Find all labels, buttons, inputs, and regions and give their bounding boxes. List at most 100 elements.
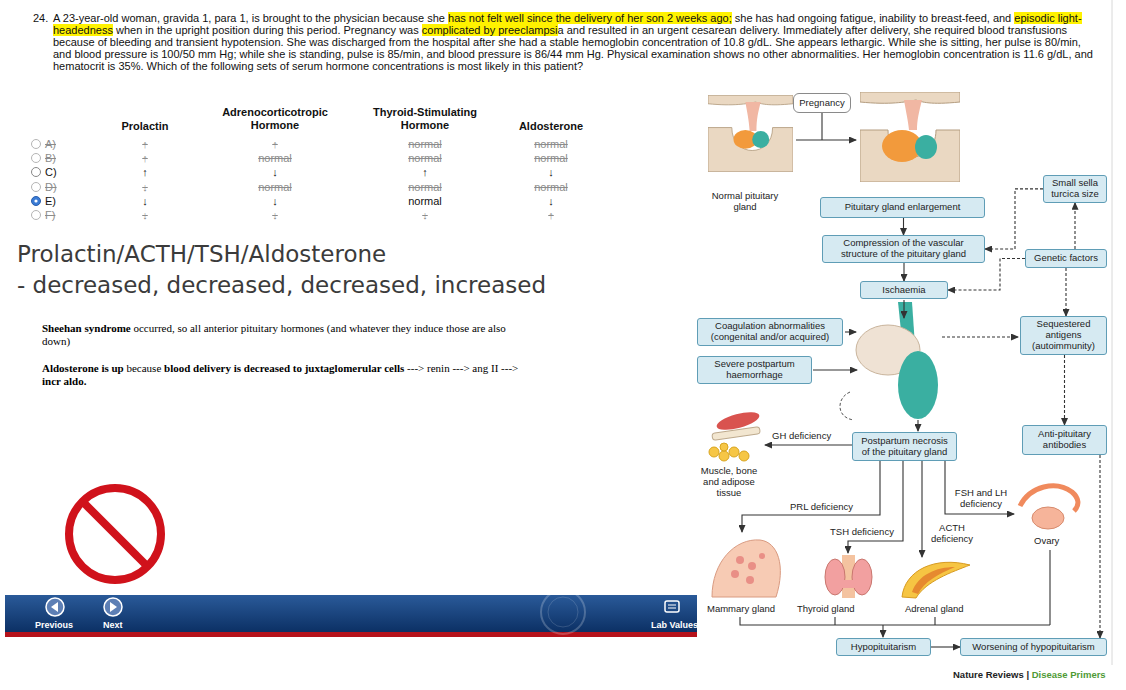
journal-credit: Nature Reviews | Disease Primers xyxy=(953,669,1106,680)
question-text: she has had ongoing fatigue, inability t… xyxy=(735,12,1011,24)
navigation-bar xyxy=(51,602,58,612)
explanation-bold: Aldosterone is up xyxy=(42,362,124,374)
thyroid-gland xyxy=(825,559,845,595)
table-cell: normal xyxy=(516,151,586,165)
connector xyxy=(948,259,1025,291)
column-header: Aldosterone xyxy=(506,120,596,133)
table-cell: normal xyxy=(516,180,586,194)
necrotic-pituitary xyxy=(840,302,938,420)
explanation-text: because xyxy=(126,362,161,374)
mammary-gland xyxy=(731,570,739,578)
illustration xyxy=(934,617,935,625)
organ-label: ACTH deficiency xyxy=(926,522,978,544)
box-text: Ischaemia xyxy=(882,285,925,296)
illustration xyxy=(917,420,918,431)
box-text: Pituitary gland enlargement xyxy=(845,202,961,213)
connector xyxy=(903,263,904,281)
box-text: Coagulation abnormalities (congenital an… xyxy=(701,321,839,343)
illustration xyxy=(882,625,883,637)
option-letter: C) xyxy=(45,165,57,179)
connector xyxy=(1099,455,1100,638)
connector xyxy=(1065,268,1066,316)
radio-button xyxy=(32,211,41,220)
question-text: when in the upright position during this… xyxy=(116,24,419,36)
table-cell: ↑ xyxy=(240,137,310,151)
flow-box: Genetic factors xyxy=(1025,249,1107,268)
highlighted-text: complicated by preeclampsi xyxy=(422,24,558,36)
mammary-gland xyxy=(746,576,754,584)
box-text: Compression of the vascular structure of… xyxy=(826,238,981,260)
table-cell: ↑ xyxy=(110,165,180,179)
box-text: Pregnancy xyxy=(799,98,844,109)
option-letter: A) xyxy=(45,137,56,151)
illustration xyxy=(903,300,904,318)
explanation-text: ---> renin ---> ang II ---> xyxy=(407,362,518,374)
question-number: 24. xyxy=(33,12,48,24)
mammary-gland xyxy=(731,553,765,584)
adrenal-gland xyxy=(902,562,970,598)
illustration xyxy=(1112,0,1113,665)
box-text: Severe postpartum haemorrhage xyxy=(701,359,808,381)
radio-button xyxy=(34,199,37,202)
answer-heading: - decreased, decreased, decreased, incre… xyxy=(17,271,546,299)
table-cell: ↓ xyxy=(390,208,460,222)
box-text: Genetic factors xyxy=(1034,253,1098,264)
organ-label: PRL deficiency xyxy=(790,501,853,512)
illustration xyxy=(860,92,960,182)
navigation-bar xyxy=(5,632,697,637)
journal-name: Nature Reviews | xyxy=(953,669,1029,680)
prohibition-sign xyxy=(69,488,161,580)
navigation-bar xyxy=(668,608,676,609)
illustration xyxy=(1049,550,1050,625)
flow-box: Worsening of hypopituitarism xyxy=(960,638,1107,656)
question-text: A 23-year-old woman, gravida 1, para 1, … xyxy=(53,12,445,24)
option-letter: D) xyxy=(45,180,57,194)
flow-box: Sequestered antigens (autoimmunity) xyxy=(1020,316,1107,355)
question-text: A 23-year-old woman, gravida 1, para 1, … xyxy=(53,12,1093,72)
flow-box: Anti-pituitary antibodies xyxy=(1022,425,1107,455)
explanation: Aldosterone is up because blood delivery… xyxy=(42,362,530,388)
organ-label: FSH and LH deficiency xyxy=(949,487,1013,509)
illustration xyxy=(796,139,856,140)
radio-button xyxy=(32,168,41,177)
muscle-bone-fat xyxy=(709,409,761,461)
connector xyxy=(1074,203,1075,249)
organ-label: TSH deficiency xyxy=(830,526,894,537)
mammary-gland xyxy=(736,556,744,564)
illustration xyxy=(740,617,1050,625)
flow-box: Compression of the vascular structure of… xyxy=(822,235,985,263)
illustration xyxy=(945,461,1014,514)
illustration xyxy=(821,113,822,140)
table-cell: normal xyxy=(240,180,310,194)
thyroid-gland xyxy=(852,559,872,595)
connector xyxy=(903,218,904,235)
option-letter: E) xyxy=(45,194,56,208)
muscle-bone-fat xyxy=(712,427,761,441)
nav-label: Previous xyxy=(35,620,73,631)
table-cell: normal xyxy=(390,137,460,151)
nav-label: Next xyxy=(103,620,123,631)
muscle-bone-fat xyxy=(729,447,739,457)
illustration xyxy=(848,461,903,553)
table-cell: normal xyxy=(390,151,460,165)
flow-box: Coagulation abnormalities (congenital an… xyxy=(697,318,843,346)
radio-button xyxy=(32,140,41,149)
table-cell: ↑ xyxy=(110,137,180,151)
organ-label: Ovary xyxy=(1034,535,1059,546)
prohibition-sign xyxy=(69,488,161,580)
navigation-bar xyxy=(5,595,697,633)
table-cell: ↓ xyxy=(240,165,310,179)
illustration xyxy=(765,444,852,445)
thyroid-gland xyxy=(840,580,858,588)
navigation-bar xyxy=(548,597,578,627)
table-cell: normal xyxy=(516,137,586,151)
necrotic-pituitary xyxy=(840,392,854,420)
table-cell: normal xyxy=(390,194,460,208)
muscle-bone-fat xyxy=(709,443,749,461)
navigation-bar xyxy=(665,601,679,612)
flow-box: Small sella turcica size xyxy=(1043,175,1107,203)
table-cell: ↓ xyxy=(240,208,310,222)
box-text: Hypopituitarism xyxy=(851,642,916,653)
adrenal-gland xyxy=(912,567,955,594)
